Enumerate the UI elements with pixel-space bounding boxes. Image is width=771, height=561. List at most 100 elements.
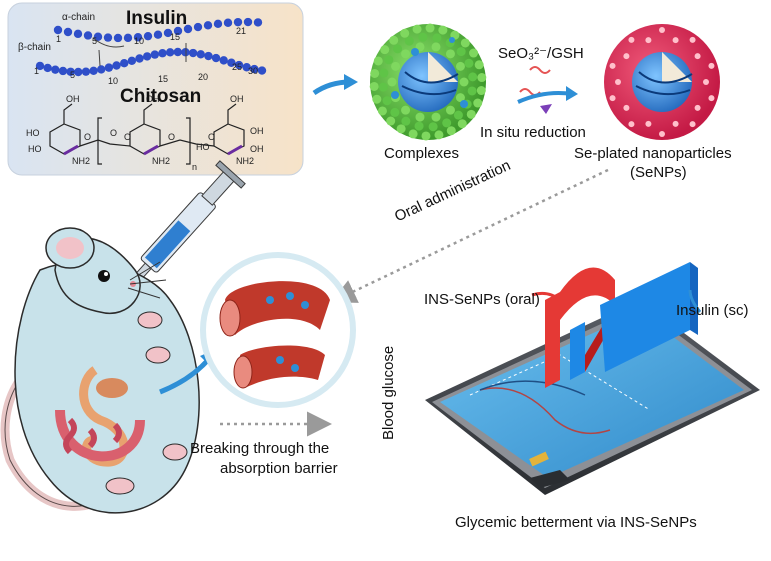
alpha-chain-icon (53, 17, 263, 43)
surface-bead (456, 47, 466, 57)
surface-bead (414, 121, 424, 131)
surface-bead (372, 94, 382, 104)
se-dot (703, 79, 709, 85)
amino-acid-bead (204, 51, 213, 61)
surface-bead (459, 77, 469, 87)
insulin-sc-bar (570, 262, 698, 380)
chitosan-labels: HO HO OH O O OH O OH HO O O OH OH NH2 NH… (26, 94, 264, 172)
surface-bead (373, 56, 383, 66)
se-dot (659, 27, 665, 33)
svg-text:NH2: NH2 (236, 156, 254, 166)
disulfide-bond-icon (92, 37, 125, 48)
svg-text:HO: HO (196, 142, 210, 152)
surface-bead (389, 35, 399, 45)
disulfide-bond-icon (98, 49, 101, 67)
se-dot (645, 120, 652, 127)
insulin-title: Insulin (126, 8, 188, 29)
se-dot (609, 62, 616, 69)
surface-bead (401, 49, 411, 59)
chitosan-title: Chitosan (120, 86, 202, 107)
amino-acid-bead (165, 48, 175, 57)
senp-label-line1: Se-plated nanoparticles (574, 145, 732, 162)
surface-bead (421, 131, 431, 141)
surface-bead (457, 119, 467, 129)
amino-acid-bead (113, 33, 123, 43)
svg-text:HO: HO (28, 144, 42, 154)
se-dot (628, 121, 635, 128)
surface-bead (400, 28, 410, 38)
amino-acid-bead (66, 67, 75, 76)
se-dot (708, 95, 715, 102)
surface-bead (432, 33, 442, 43)
amino-acid-bead (253, 18, 263, 27)
svg-text:O: O (84, 132, 91, 142)
amino-acid-bead (74, 67, 83, 77)
surface-bead (477, 73, 487, 83)
tablet-icon (425, 300, 760, 495)
reduction-label: In situ reduction (480, 124, 586, 141)
surface-bead (401, 116, 411, 126)
surface-bead (445, 49, 455, 59)
amino-acid-bead (227, 58, 236, 67)
surface-bead (468, 72, 478, 82)
amino-acid-bead (150, 50, 160, 59)
amino-acid-bead (133, 33, 143, 42)
beta-chain-icon (35, 47, 267, 77)
amino-acid-bead (112, 61, 121, 70)
surface-bead (455, 93, 465, 103)
se-dot (708, 62, 715, 69)
amino-acid-bead (63, 27, 73, 37)
surface-bead (434, 130, 444, 140)
se-dot (689, 36, 696, 43)
surface-bead (464, 58, 474, 68)
amino-acid-bead (219, 56, 228, 65)
surface-bead (425, 23, 435, 33)
surface-bead (442, 118, 452, 128)
amino-acid-bead (203, 21, 213, 30)
amino-acid-bead (223, 18, 233, 27)
arrow-icon (344, 74, 358, 90)
surface-bead (390, 107, 400, 117)
amino-acid-bead (123, 33, 133, 43)
beta-chain-number: 30 (248, 66, 258, 76)
surface-bead (404, 36, 414, 46)
chitosan-structure-icon (49, 103, 245, 165)
surface-bead (476, 86, 486, 96)
surface-bead (415, 112, 425, 122)
amino-acid-bead (250, 64, 259, 74)
svg-text:O: O (208, 132, 215, 142)
complexes-label: Complexes (384, 145, 460, 162)
amino-acid-bead (196, 50, 205, 59)
se-dot (628, 36, 635, 43)
surface-bead (412, 24, 422, 34)
arrow-icon (159, 358, 210, 395)
surface-bead (473, 98, 483, 108)
amino-acid-bead (234, 60, 244, 70)
surface-bead (431, 42, 441, 52)
amino-acid-bead (181, 48, 190, 57)
svg-text:O: O (110, 128, 117, 138)
amino-acid-bead (193, 22, 203, 32)
se-dot (615, 79, 621, 85)
barrier-label-line1: Breaking through the (190, 440, 330, 457)
surface-bead (474, 60, 484, 70)
senp-nanoparticle-icon (604, 24, 720, 140)
amino-acid-bead (103, 33, 113, 42)
surface-bead (386, 116, 396, 126)
arrow-icon (531, 291, 561, 302)
molecule-panel (7, 2, 304, 176)
beta-chain-number: 15 (158, 74, 168, 84)
alpha-chain-number: 15 (170, 32, 180, 42)
amino-acid-bead (89, 66, 98, 75)
amino-acid-bead (93, 32, 103, 41)
surface-bead (469, 48, 479, 58)
amino-acid-bead (35, 61, 45, 71)
surface-bead (391, 61, 401, 71)
amino-acid-bead (257, 66, 267, 75)
amino-acid-bead (51, 65, 60, 74)
amino-acid-bead (213, 19, 223, 29)
se-dot (689, 121, 696, 128)
surface-bead (431, 112, 441, 122)
beta-chain-number: 5 (70, 70, 75, 80)
svg-text:NH2: NH2 (152, 156, 170, 166)
